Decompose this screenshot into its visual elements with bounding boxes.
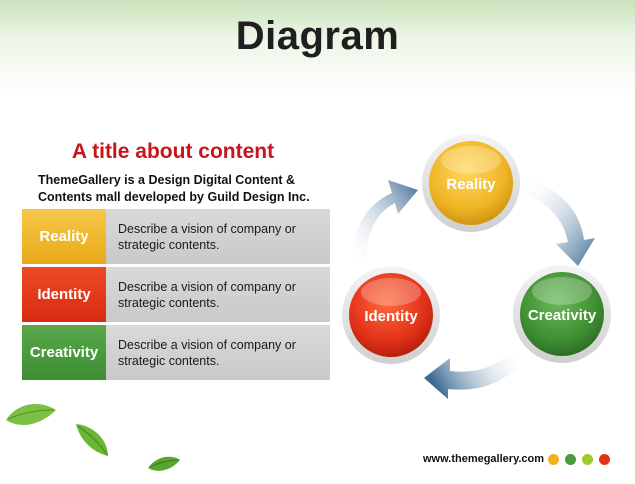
cycle-label-identity: Identity [364,308,418,325]
row-label-reality: Reality [22,209,106,264]
footer-dot-green [565,454,576,465]
leaf-icon [6,404,56,425]
footer-dots [548,454,610,465]
content-title: A title about content [71,140,275,163]
cycle-node-reality: Reality [422,134,520,232]
row-description-identity: Describe a vision of company or strategi… [106,267,330,322]
footer-dot-lime [582,454,593,465]
row-label-identity: Identity [22,267,106,322]
leaf-icon [76,424,108,456]
arrow-creativity-to-identity [424,352,520,399]
row-description-creativity: Describe a vision of company or strategi… [106,325,330,380]
content-description: ThemeGallery is a Design Digital Content… [38,173,310,204]
slide-title: Diagram [235,14,400,58]
footer-dot-red [599,454,610,465]
info-table: Reality Describe a vision of company or … [22,209,330,383]
cycle-label-reality: Reality [446,176,496,193]
cycle-label-creativity: Creativity [528,307,597,324]
footer-url: www.themegallery.com [423,453,545,465]
table-row-creativity: Creativity Describe a vision of company … [22,325,330,380]
table-row-identity: Identity Describe a vision of company or… [22,267,330,322]
cycle-node-creativity: Creativity [513,265,611,363]
table-row-reality: Reality Describe a vision of company or … [22,209,330,264]
row-description-reality: Describe a vision of company or strategi… [106,209,330,264]
row-label-creativity: Creativity [22,325,106,380]
footer-dot-yellow [548,454,559,465]
leaf-icon [148,456,180,471]
arrow-identity-to-reality [352,180,418,262]
arrow-reality-to-creativity [524,178,595,266]
cycle-node-identity: Identity [342,266,440,364]
